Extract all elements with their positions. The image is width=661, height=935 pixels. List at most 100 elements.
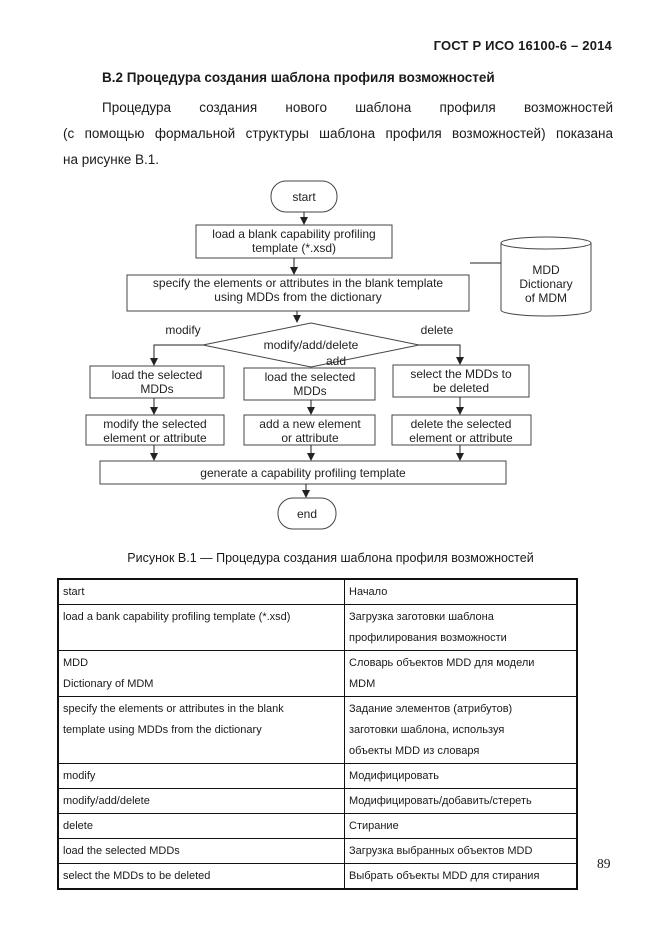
- paragraph-line-3: на рисунке B.1.: [63, 152, 160, 167]
- translation-cell: Задание элементов (атрибутов) заготовки ш…: [344, 696, 578, 764]
- connectors: [150, 212, 501, 498]
- cell-line: Стирание: [349, 820, 399, 832]
- load-blank-label-1: load a blank capability profiling: [212, 227, 375, 241]
- load-selected-left-label-1: load the selected: [112, 368, 203, 382]
- load-selected-left-label-2: MDDs: [140, 382, 173, 396]
- figure-caption: Рисунок B.1 — Процедура создания шаблона…: [127, 551, 534, 565]
- page-number: 89: [597, 856, 611, 871]
- cell-line: Начало: [349, 586, 388, 598]
- table-row: load a bank capability profiling templat…: [57, 604, 578, 651]
- cell-line: Загрузка выбранных объектов MDD: [349, 845, 533, 857]
- cell-line: Словарь объектов MDD для модели: [349, 657, 535, 669]
- glossary-table: start Начало load a bank capability profil…: [57, 578, 578, 890]
- table-row: delete Стирание: [57, 813, 578, 839]
- end-terminal: [277, 497, 337, 530]
- table-row: start Начало: [57, 578, 578, 605]
- cell-line: профилирования возможности: [349, 632, 507, 644]
- paragraph-word: возможностей: [523, 100, 613, 115]
- modify-selected-label-1: modify the selected: [103, 417, 206, 431]
- branch-modify-label: modify: [165, 323, 200, 337]
- table-row: select the MDDs to be deleted Выбрать объ…: [57, 863, 578, 890]
- term-cell: load the selected MDDs: [57, 838, 345, 864]
- translation-cell: Выбрать объекты MDD для стирания: [344, 863, 578, 890]
- paragraph-word: создания: [199, 100, 258, 115]
- cell-line: MDD: [63, 657, 89, 669]
- decision-label: modify/add/delete: [264, 338, 359, 352]
- table-row: load the selected MDDs Загрузка выбранных…: [57, 838, 578, 864]
- term-cell: modify/add/delete: [57, 788, 345, 814]
- specify-label-2: using MDDs from the dictionary: [214, 290, 381, 304]
- cell-line: specify the elements or attributes in th…: [63, 703, 284, 715]
- add-new-label-2: or attribute: [281, 431, 339, 445]
- cell-line: delete: [63, 820, 93, 832]
- branch-add-label: add: [326, 354, 346, 368]
- mdd-label-3: of MDM: [525, 291, 567, 305]
- term-cell: delete: [57, 813, 345, 839]
- term-cell: MDD Dictionary of MDM: [57, 650, 345, 697]
- table-row: MDD Dictionary of MDM Словарь объектов MDD…: [57, 650, 578, 697]
- cell-line: start: [63, 586, 85, 598]
- modify-selected-box: [85, 414, 225, 446]
- generate-box: [99, 460, 507, 485]
- table-row: modify/add/delete Модифицировать/добавить…: [57, 788, 578, 814]
- cell-line: load the selected MDDs: [63, 845, 180, 857]
- cell-line: Dictionary of MDM: [63, 678, 154, 690]
- section-title: B.2 Процедура создания шаблона профиля в…: [102, 70, 495, 85]
- term-cell: select the MDDs to be deleted: [57, 863, 345, 890]
- mdd-dictionary-cylinder: [500, 243, 592, 317]
- term-cell: start: [57, 578, 345, 605]
- cell-line: MDM: [349, 678, 376, 690]
- paragraph-word: шаблона: [355, 100, 412, 115]
- paragraph-line-1: Процедура создания нового шаблона профил…: [63, 95, 613, 121]
- load-selected-left-box: [89, 365, 225, 399]
- modify-selected-label-2: element or attribute: [103, 431, 207, 445]
- translation-cell: Стирание: [344, 813, 578, 839]
- mdd-label-2: Dictionary: [519, 277, 572, 291]
- load-blank-label-2: template (*.xsd): [252, 241, 336, 255]
- term-cell: modify: [57, 763, 345, 789]
- cell-line: Выбрать объекты MDD для стирания: [349, 870, 540, 882]
- cell-line: template using MDDs from the dictionary: [63, 724, 262, 736]
- table-row: modify Модифицировать: [57, 763, 578, 789]
- cell-line: Задание элементов (атрибутов): [349, 703, 513, 715]
- term-cell: load a bank capability profiling templat…: [57, 604, 345, 651]
- select-delete-box: [392, 364, 530, 398]
- cell-line: select the MDDs to be deleted: [63, 870, 211, 882]
- body-paragraph: Процедура создания нового шаблона профил…: [63, 95, 613, 173]
- end-label: end: [297, 507, 317, 521]
- cell-line: Модифицировать/добавить/стереть: [349, 795, 532, 807]
- cell-line: load a bank capability profiling templat…: [63, 611, 291, 623]
- start-label: start: [292, 190, 316, 204]
- paragraph-word: нового: [285, 100, 328, 115]
- translation-cell: Загрузка выбранных объектов MDD: [344, 838, 578, 864]
- paragraph-line-2: (с помощью формальной структуры шаблона …: [63, 126, 613, 141]
- term-cell: specify the elements or attributes in th…: [57, 696, 345, 764]
- table-row: specify the elements or attributes in th…: [57, 696, 578, 764]
- cell-line: объекты MDD из словаря: [349, 745, 480, 757]
- translation-cell: Модифицировать: [344, 763, 578, 789]
- translation-cell: Начало: [344, 578, 578, 605]
- cell-line: modify/add/delete: [63, 795, 150, 807]
- flowchart: start load a blank capability profiling …: [85, 180, 592, 530]
- add-new-box: [243, 414, 376, 446]
- delete-selected-label-2: element or attribute: [409, 431, 513, 445]
- cell-line: modify: [63, 770, 96, 782]
- cell-line: Модифицировать: [349, 770, 439, 782]
- document-header: ГОСТ Р ИСО 16100-6 – 2014: [433, 38, 612, 53]
- delete-selected-label-1: delete the selected: [411, 417, 512, 431]
- select-delete-label-2: be deleted: [433, 381, 489, 395]
- translation-cell: Загрузка заготовки шаблона профилирования…: [344, 604, 578, 651]
- load-selected-mid-label-2: MDDs: [293, 384, 326, 398]
- add-new-label-1: add a new element: [259, 417, 361, 431]
- mdd-label-1: MDD: [532, 263, 560, 277]
- translation-cell: Модифицировать/добавить/стереть: [344, 788, 578, 814]
- generate-label: generate a capability profiling template: [200, 466, 406, 480]
- paragraph-word: профиля: [439, 100, 496, 115]
- specify-box: [126, 274, 470, 312]
- specify-label-1: specify the elements or attributes in th…: [153, 276, 443, 290]
- delete-selected-box: [391, 414, 532, 446]
- load-selected-mid-box: [243, 367, 376, 401]
- cell-line: заготовки шаблона, используя: [349, 724, 505, 736]
- cell-line: Загрузка заготовки шаблона: [349, 611, 494, 623]
